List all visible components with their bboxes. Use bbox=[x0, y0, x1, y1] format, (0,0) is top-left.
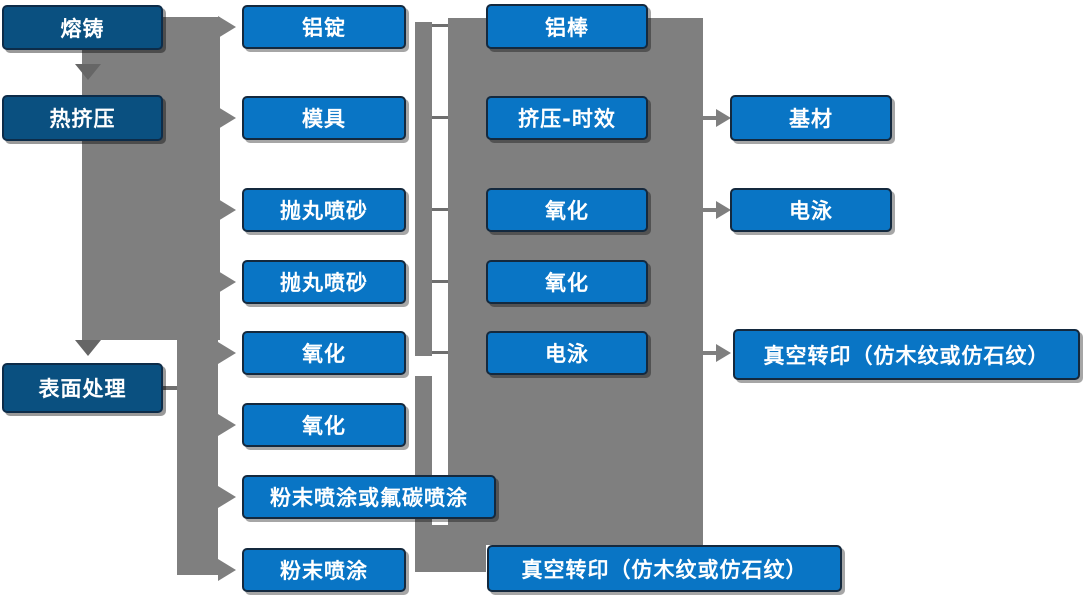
connector-band-left-narrow bbox=[177, 338, 218, 575]
connector-band-middle-upper bbox=[415, 22, 432, 356]
node-powder-or-fluorocarbon-coating: 粉末喷涂或氟碳喷涂 bbox=[242, 475, 496, 519]
node-oxidation-1: 氧化 bbox=[242, 331, 406, 375]
arrow-right-icon-to-substrate bbox=[716, 109, 731, 127]
stage-box-melt-casting: 熔铸 bbox=[2, 5, 163, 50]
node-vacuum-transfer-bottom: 真空转印（仿木纹或仿石纹） bbox=[487, 545, 842, 592]
arrow-right-icon-to-mold bbox=[218, 107, 236, 129]
arrow-right-icon-to-shot-blast-1 bbox=[218, 199, 236, 221]
arrow-tail-to-electrophoresis bbox=[703, 208, 717, 212]
arrow-down-icon-melt-to-extrusion bbox=[75, 64, 101, 80]
connector-stub-row5 bbox=[432, 351, 448, 354]
arrow-down-icon-extrusion-to-surface bbox=[75, 340, 101, 356]
node-oxidation-3: 氧化 bbox=[486, 188, 648, 232]
node-substrate: 基材 bbox=[730, 95, 892, 141]
node-electrophoresis-1: 电泳 bbox=[486, 331, 648, 375]
arrow-tail-to-vacuum-transfer bbox=[703, 351, 717, 355]
connector-stub-row3 bbox=[432, 208, 448, 211]
stage-box-surface-treatment: 表面处理 bbox=[2, 363, 163, 413]
arrow-right-icon-to-shot-blast-2 bbox=[218, 271, 236, 293]
node-electrophoresis-2: 电泳 bbox=[730, 188, 892, 232]
node-shot-blast-1: 抛丸喷砂 bbox=[242, 188, 406, 232]
connector-stub-row1 bbox=[432, 24, 448, 27]
arrow-tail-to-substrate bbox=[703, 116, 717, 120]
node-oxidation-4: 氧化 bbox=[486, 260, 648, 304]
node-al-rod: 铝棒 bbox=[486, 4, 648, 49]
node-mold: 模具 bbox=[242, 96, 406, 140]
arrow-right-icon-to-oxidation-1 bbox=[218, 342, 236, 364]
node-shot-blast-2: 抛丸喷砂 bbox=[242, 260, 406, 304]
arrow-right-icon-to-vacuum-transfer bbox=[716, 344, 731, 362]
connector-stub-row4 bbox=[432, 280, 448, 283]
connector-stub-row2 bbox=[432, 116, 448, 119]
arrow-right-icon-to-al-ingot bbox=[218, 16, 236, 38]
connector-block-bottom bbox=[415, 525, 486, 572]
connector-band-middle-lower bbox=[415, 376, 432, 572]
node-al-ingot: 铝锭 bbox=[242, 5, 406, 49]
node-vacuum-transfer-right: 真空转印（仿木纹或仿石纹） bbox=[733, 329, 1080, 380]
connector-band-left-wide bbox=[82, 17, 220, 340]
node-powder-coating: 粉末喷涂 bbox=[242, 548, 406, 592]
stage-box-hot-extrusion: 热挤压 bbox=[2, 95, 163, 141]
node-oxidation-2: 氧化 bbox=[242, 403, 406, 447]
arrow-right-icon-to-powder-fluorocarbon bbox=[218, 486, 236, 508]
connector-stub-surface-treatment bbox=[163, 386, 177, 390]
arrow-right-icon-to-electrophoresis bbox=[716, 201, 731, 219]
node-extrusion-aging: 挤压-时效 bbox=[486, 96, 648, 140]
arrow-right-icon-to-powder-coating bbox=[218, 559, 236, 581]
arrow-right-icon-to-oxidation-2 bbox=[218, 414, 236, 436]
